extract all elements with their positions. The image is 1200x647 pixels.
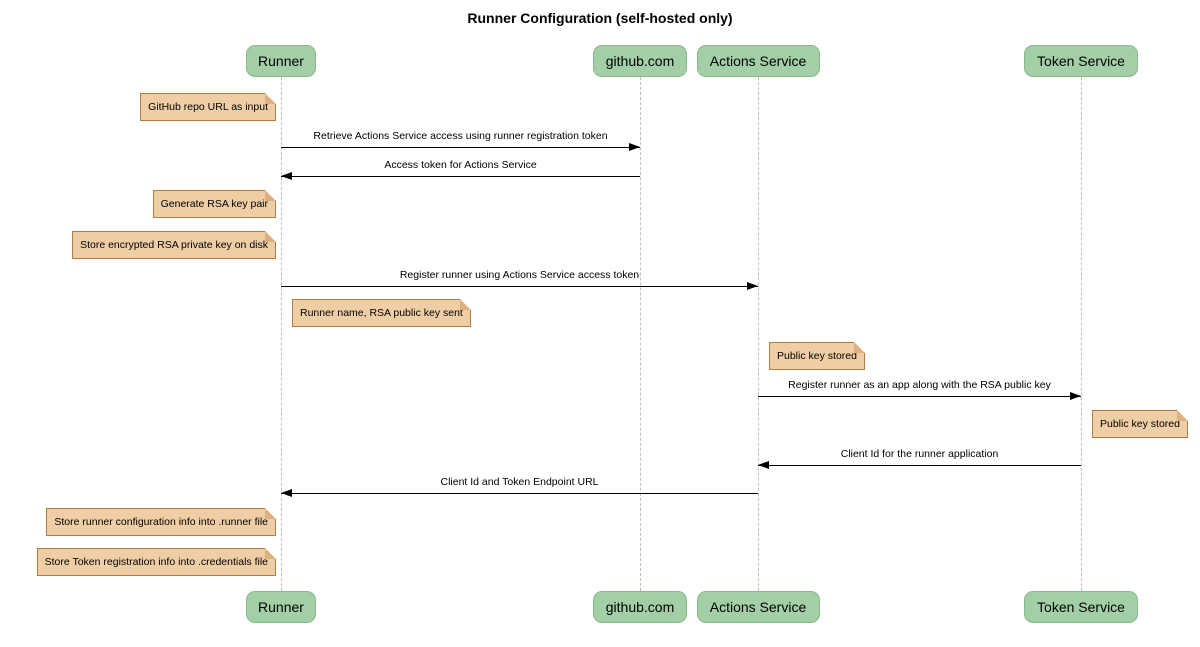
lifeline-token	[1080, 77, 1082, 591]
message-label-2: Access token for Actions Service	[384, 159, 537, 171]
note-3: Store encrypted RSA private key on disk	[72, 231, 276, 259]
lifeline-github	[639, 77, 641, 591]
participant-box-top-runner: Runner	[246, 45, 316, 77]
note-1: GitHub repo URL as input	[140, 93, 276, 121]
note-7: Store runner configuration info into .ru…	[46, 508, 276, 536]
lifeline-actions	[757, 77, 759, 591]
participant-box-bottom-token: Token Service	[1024, 591, 1138, 623]
message-arrowhead-1	[629, 143, 640, 151]
message-arrowhead-4	[1070, 392, 1081, 400]
message-line-4	[758, 396, 1081, 397]
participant-box-bottom-runner: Runner	[246, 591, 316, 623]
note-2: Generate RSA key pair	[152, 190, 277, 218]
message-arrowhead-2	[281, 172, 292, 180]
message-line-6	[281, 493, 758, 494]
participant-box-bottom-actions: Actions Service	[696, 591, 820, 623]
message-arrowhead-6	[281, 489, 292, 497]
message-label-3: Register runner using Actions Service ac…	[399, 269, 640, 281]
message-label-5: Client Id for the runner application	[840, 448, 999, 460]
note-5: Public key stored	[769, 342, 865, 370]
message-line-2	[281, 176, 640, 177]
message-line-1	[281, 147, 640, 148]
note-8: Store Token registration info into .cred…	[36, 548, 277, 576]
message-label-6: Client Id and Token Endpoint URL	[440, 476, 599, 488]
participant-box-top-github: github.com	[593, 45, 687, 77]
message-line-5	[758, 465, 1081, 466]
message-label-4: Register runner as an app along with the…	[788, 379, 1051, 391]
message-arrowhead-3	[747, 282, 758, 290]
lifeline-runner	[280, 77, 282, 591]
diagram-title: Runner Configuration (self-hosted only)	[467, 10, 733, 26]
participant-box-bottom-github: github.com	[593, 591, 687, 623]
message-label-1: Retrieve Actions Service access using ru…	[313, 130, 608, 142]
message-line-3	[281, 286, 758, 287]
note-4: Runner name, RSA public key sent	[292, 299, 471, 327]
message-arrowhead-5	[758, 461, 769, 469]
participant-box-top-actions: Actions Service	[696, 45, 820, 77]
participant-box-top-token: Token Service	[1024, 45, 1138, 77]
note-6: Public key stored	[1092, 410, 1188, 438]
